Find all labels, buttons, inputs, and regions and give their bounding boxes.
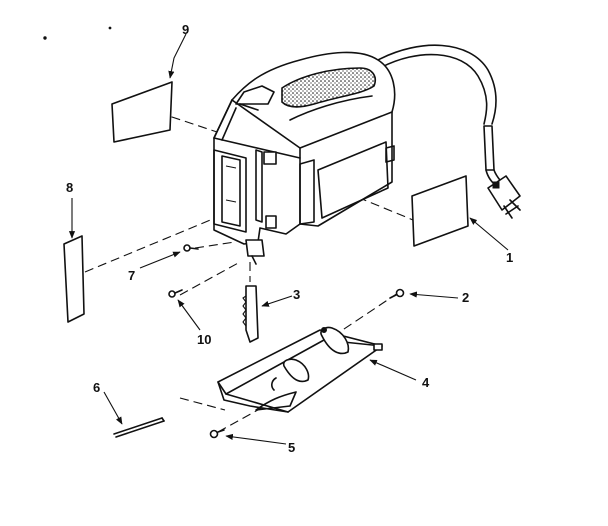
part-4-base-shoe — [217, 326, 383, 413]
part-7-screw — [183, 244, 199, 252]
plug-icon — [487, 175, 521, 219]
speck-marks — [43, 26, 112, 40]
front-vent-panel — [213, 149, 277, 233]
part-2-screw — [389, 288, 405, 299]
part-6-rod — [113, 417, 165, 438]
callout-8: 8 — [66, 180, 73, 195]
part-10-screw — [168, 289, 183, 298]
callout-5: 5 — [288, 440, 295, 455]
leader-lines — [68, 33, 509, 445]
callout-10: 10 — [197, 332, 211, 347]
callout-2: 2 — [462, 290, 469, 305]
callout-7: 7 — [128, 268, 135, 283]
part-3-saw-blade — [242, 285, 259, 343]
part-9-label-plate — [111, 81, 173, 143]
power-cord — [377, 44, 504, 187]
blade-clamp — [245, 239, 265, 265]
handle-grip — [281, 67, 376, 121]
part-8-label-plate — [63, 235, 85, 323]
callout-6: 6 — [93, 380, 100, 395]
callout-9: 9 — [182, 22, 189, 37]
part-5-screw — [209, 429, 225, 439]
callout-1: 1 — [506, 250, 513, 265]
callout-4: 4 — [422, 375, 430, 390]
callout-3: 3 — [293, 287, 300, 302]
side-nameplate-recess — [299, 141, 395, 225]
callout-numbers: 9 8 1 2 3 4 5 6 7 10 — [66, 22, 513, 455]
part-1-label-plate — [411, 175, 469, 247]
